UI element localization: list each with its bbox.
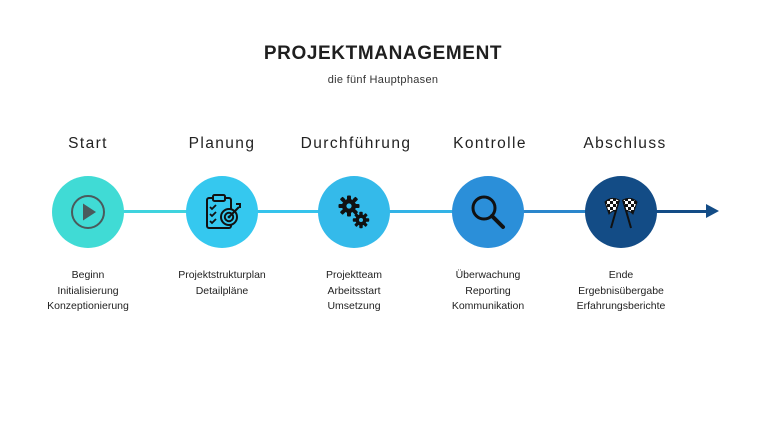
detail-item: Arbeitsstart	[327, 284, 381, 297]
phase-label-planung: Planung	[188, 135, 256, 152]
phase-label-kontrolle: Kontrolle	[453, 135, 527, 152]
timeline-segment-4	[488, 210, 620, 213]
detail-item: Projektteam	[325, 269, 383, 281]
phase-circle-start	[52, 176, 124, 248]
phase-label-durchfuehrung: Durchführung	[300, 135, 412, 152]
detail-item: Umsetzung	[327, 300, 381, 312]
detail-item: Detailpläne	[195, 284, 249, 297]
detail-item: Konzeptionierung	[47, 300, 129, 312]
detail-item: Erfahrungsberichte	[576, 300, 666, 312]
phase-label-abschluss: Abschluss	[583, 135, 667, 152]
timeline-segment-1	[88, 210, 222, 213]
timeline-segment-5	[620, 210, 708, 213]
clipboard-target-icon	[206, 194, 241, 229]
detail-item: Initialisierung	[57, 284, 119, 297]
phase-details-abschluss: Ende Ergebnisübergabe Erfahrungsberichte	[541, 268, 701, 315]
phase-circle-abschluss	[585, 176, 657, 248]
detail-item: Reporting	[465, 284, 511, 297]
magnifier-icon	[471, 195, 505, 229]
timeline-segment-3	[354, 210, 488, 213]
phase-circle-planung	[186, 176, 258, 248]
page-title: PROJEKTMANAGEMENT	[263, 43, 503, 64]
detail-item: Ende	[608, 269, 634, 281]
detail-item: Kommunikation	[451, 300, 525, 312]
phase-circle-durchfuehrung	[318, 176, 390, 248]
phase-details-durchfuehrung: Projektteam Arbeitsstart Umsetzung	[274, 268, 434, 315]
phase-details-kontrolle: Überwachung Reporting Kommunikation	[408, 268, 568, 315]
phase-label-start: Start	[68, 135, 108, 152]
detail-item: Überwachung	[455, 269, 521, 281]
phase-circle-kontrolle	[452, 176, 524, 248]
timeline-arrow-icon	[706, 204, 719, 218]
checkered-flags-icon	[604, 197, 638, 229]
detail-item: Ergebnisübergabe	[578, 284, 664, 297]
detail-item: Projektstrukturplan	[178, 269, 266, 281]
page-subtitle: die fünf Hauptphasen	[327, 74, 439, 86]
timeline-segment-2	[222, 210, 354, 213]
phase-details-start: Beginn Initialisierung Konzeptionierung	[8, 268, 168, 315]
detail-item: Beginn	[71, 269, 105, 281]
gears-icon	[338, 195, 370, 229]
phase-details-planung: Projektstrukturplan Detailpläne	[142, 268, 302, 299]
play-icon	[71, 195, 105, 229]
